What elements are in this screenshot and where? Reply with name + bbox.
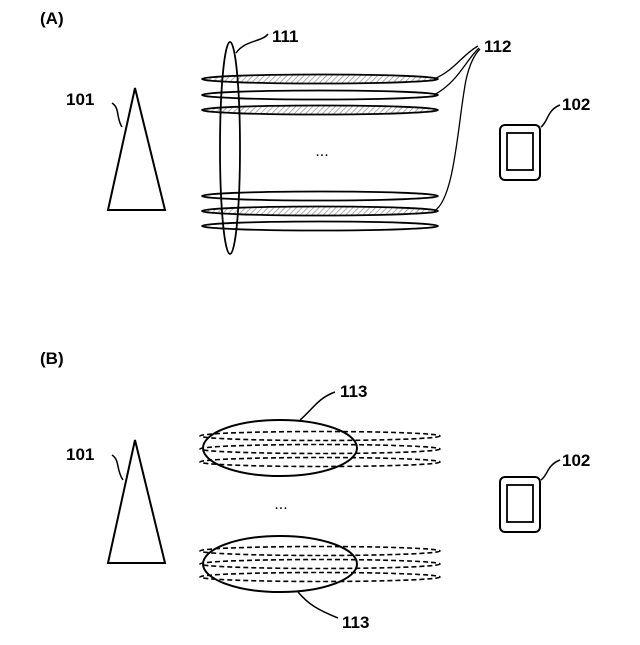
terminal-screen-a (507, 133, 533, 170)
base-station-antenna-a (108, 88, 165, 210)
beams-leader-2 (434, 48, 479, 95)
panel-b: (B) 101 113 ... 113 102 (40, 349, 590, 632)
narrow-beam-2 (202, 91, 438, 100)
dashed-beams-bottom (200, 547, 440, 582)
terminal-screen-b (507, 485, 533, 522)
base-station-leader-b (112, 455, 123, 480)
dashed-beam-3 (200, 458, 440, 467)
base-station-label-a: 101 (66, 90, 94, 109)
beam-group-label-text: 111 (272, 27, 299, 46)
terminal-leader-a (541, 105, 560, 127)
terminal-leader-b (541, 460, 560, 480)
wide-beam-top-label: 113 (340, 382, 367, 401)
dashed-beam-1 (200, 432, 440, 441)
dashed-beam-2 (200, 445, 440, 454)
base-station-leader-a (112, 103, 122, 127)
terminal-label-a: 102 (562, 95, 590, 114)
wide-beam-bottom-leader (298, 592, 338, 618)
panel-b-label: (B) (40, 349, 64, 368)
wide-beam-top (203, 420, 357, 476)
wide-beam-bottom-label: 113 (342, 613, 369, 632)
narrow-beam-4 (202, 192, 438, 201)
wide-beam-bottom (203, 536, 357, 592)
dashed-beam-5 (200, 560, 440, 569)
ellipsis-b: ... (274, 496, 287, 513)
panel-a: (A) 101 111 112 ... 102 (40, 9, 590, 254)
beam-group-leader (236, 34, 268, 53)
dashed-beam-4 (200, 547, 440, 556)
panel-a-label: (A) (40, 9, 64, 28)
wide-beam-top-leader (300, 392, 335, 420)
ellipsis-a: ... (315, 143, 328, 160)
base-station-antenna-b (108, 440, 165, 563)
dashed-beams-top (200, 432, 440, 467)
terminal-label-b: 102 (562, 451, 590, 470)
dashed-beam-6 (200, 573, 440, 582)
base-station-label-b: 101 (66, 445, 94, 464)
beams-label: 112 (484, 37, 511, 56)
beams-leader-3 (434, 49, 480, 211)
narrow-beam-3 (202, 106, 438, 115)
